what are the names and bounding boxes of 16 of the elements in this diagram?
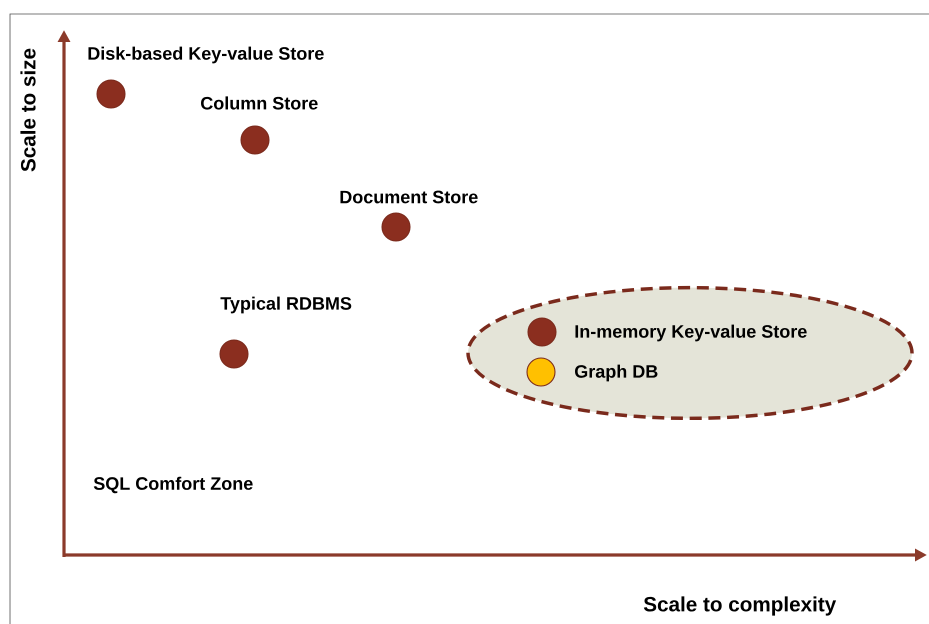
dot-label: In-memory Key-value Store	[575, 324, 807, 342]
dot-label: Document Store	[340, 190, 478, 204]
dot-label: Graph DB	[575, 364, 658, 382]
axis-title: Scale to complexity	[644, 596, 836, 616]
dot	[240, 125, 270, 155]
dot	[526, 357, 556, 387]
dot-label: Typical RDBMS	[220, 296, 352, 314]
axis-title: Scale to size	[20, 48, 36, 172]
dot	[527, 317, 557, 347]
dashed-oval	[466, 286, 914, 420]
dot-label: Disk-based Key-value Store	[88, 46, 324, 64]
dot-label: Column Store	[201, 96, 318, 110]
dot	[96, 79, 126, 109]
dot	[381, 212, 411, 242]
dot	[219, 339, 249, 369]
zone-label: SQL Comfort Zone	[94, 476, 253, 494]
